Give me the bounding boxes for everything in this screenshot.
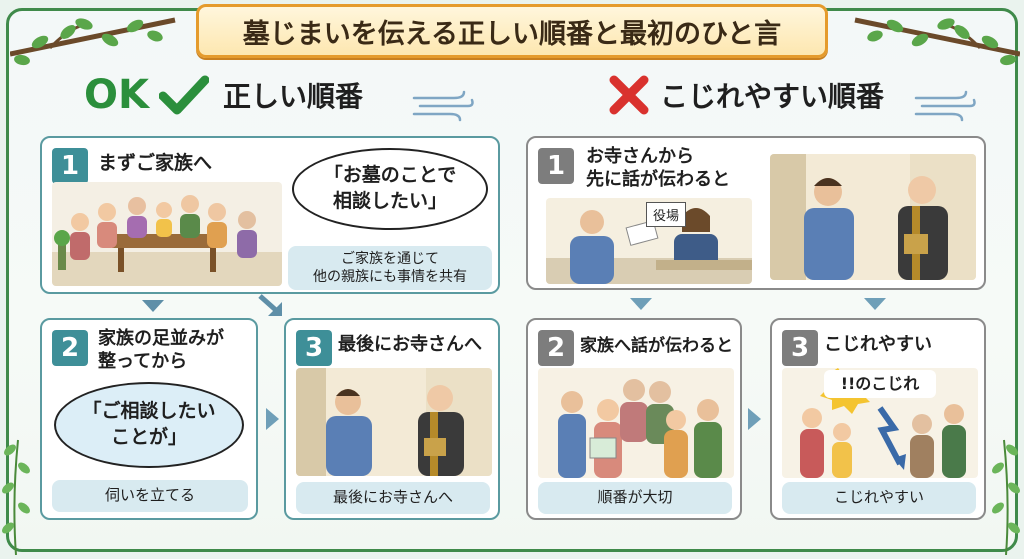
family-meeting-illustration bbox=[52, 182, 282, 286]
ok-step3-panel: 3 最後にお寺さんへ 最後にお寺さんへ bbox=[284, 318, 500, 520]
checkmark-icon bbox=[159, 75, 209, 115]
step-number: 3 bbox=[296, 330, 332, 366]
step-number: 1 bbox=[538, 148, 574, 184]
page-title: 墓じまいを伝える正しい順番と最初のひと言 bbox=[196, 4, 828, 58]
conflict-illustration bbox=[782, 368, 978, 478]
step-caption: こじれやすい bbox=[782, 482, 976, 514]
step-number: 2 bbox=[52, 330, 88, 366]
step-title: 最後にお寺さんへ bbox=[338, 334, 482, 355]
step-title: 家族へ話が伝わると bbox=[580, 336, 733, 356]
step-caption: ご家族を通じて 他の親族にも事情を共有 bbox=[288, 246, 492, 290]
arrow-diagonal-icon bbox=[258, 294, 282, 316]
branch-left-decoration bbox=[10, 17, 176, 66]
step-title: まずご家族へ bbox=[98, 152, 213, 174]
step-title: 家族の足並みが 整ってから bbox=[98, 328, 224, 372]
wind-icon bbox=[914, 90, 976, 122]
step-number: 3 bbox=[782, 330, 818, 366]
leaf-right-bottom-decoration bbox=[992, 439, 1020, 555]
city-hall-tag: 役場 bbox=[646, 202, 687, 227]
speech-bubble: 「ご相談したい ことが」 bbox=[54, 382, 244, 468]
city-hall-illustration bbox=[546, 198, 752, 284]
arrow-right-icon bbox=[748, 408, 761, 430]
ok-heading: OK 正しい順番 bbox=[84, 72, 363, 118]
family-surprised-illustration bbox=[538, 368, 734, 478]
step-number: 2 bbox=[538, 330, 574, 366]
step-title: お寺さんから 先に話が伝わると bbox=[586, 146, 730, 190]
ok-step1-panel: 1 まずご家族へ 「お墓のことで 相談したい」 ご家族を通じて 他の親族にも事情… bbox=[40, 136, 500, 294]
step-title: こじれやすい bbox=[824, 334, 932, 355]
step-number: 1 bbox=[52, 148, 88, 184]
temple-visit-illustration bbox=[296, 368, 492, 476]
branch-right-decoration bbox=[854, 17, 1020, 66]
bubble-text: 「ご相談したい ことが」 bbox=[82, 400, 216, 448]
speech-bubble: 「お墓のことで 相談したい」 bbox=[292, 148, 488, 230]
step-caption: 順番が大切 bbox=[538, 482, 732, 514]
ng-step3-panel: 3 こじれやすい !!のこじれ こじれやすい bbox=[770, 318, 986, 520]
arrow-right-icon bbox=[266, 408, 279, 430]
bubble-text: 「お墓のことで 相談したい」 bbox=[323, 164, 457, 212]
step-caption: 最後にお寺さんへ bbox=[296, 482, 490, 514]
arrow-down-icon bbox=[864, 298, 886, 310]
step-caption: 伺いを立てる bbox=[52, 480, 248, 512]
wind-icon bbox=[412, 90, 474, 122]
cross-icon bbox=[609, 75, 649, 115]
arrow-down-icon bbox=[142, 300, 164, 312]
ok-label: 正しい順番 bbox=[223, 80, 364, 113]
ng-step1-panel: 1 お寺さんから 先に話が伝わると 役場 bbox=[526, 136, 986, 290]
leaf-left-bottom-decoration bbox=[2, 439, 30, 555]
arrow-down-icon bbox=[630, 298, 652, 310]
burst-label: !!のこじれ bbox=[824, 370, 936, 398]
ok-step2-panel: 2 家族の足並みが 整ってから 「ご相談したい ことが」 伺いを立てる bbox=[40, 318, 258, 520]
burst-text: !!のこじれ bbox=[840, 374, 920, 394]
ok-mark: OK bbox=[84, 72, 149, 118]
temple-visit-illustration bbox=[770, 154, 976, 280]
ng-label: こじれやすい順番 bbox=[660, 80, 885, 113]
ng-step2-panel: 2 家族へ話が伝わると 順番が大切 bbox=[526, 318, 742, 520]
ng-heading: こじれやすい順番 bbox=[608, 74, 884, 116]
